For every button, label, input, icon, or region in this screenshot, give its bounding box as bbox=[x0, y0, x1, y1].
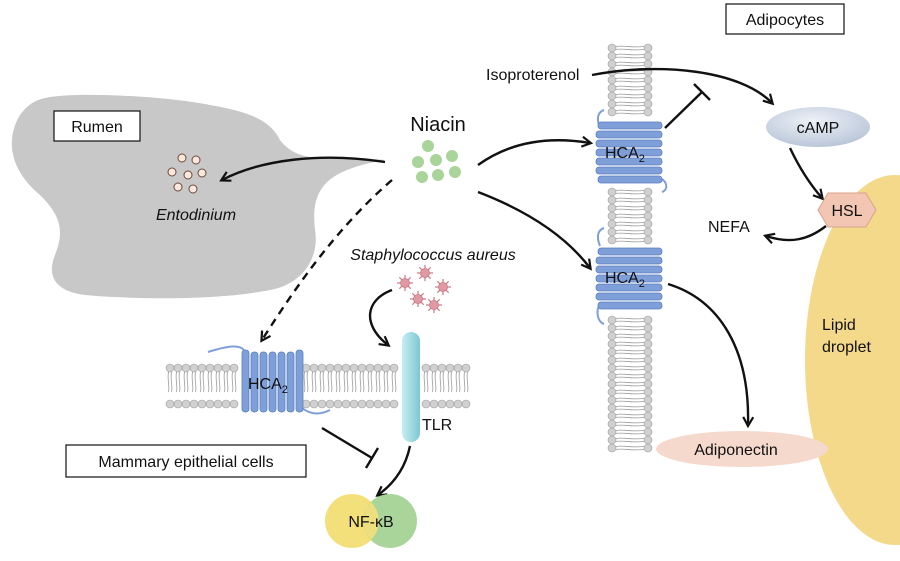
lipid-droplet-label-2: droplet bbox=[822, 339, 871, 356]
mammary-hca2-receptor bbox=[207, 345, 331, 415]
inhibit-hca2-to-camp-path bbox=[664, 91, 703, 129]
tlr-label: TLR bbox=[422, 417, 452, 434]
tlr-receptor bbox=[402, 332, 420, 442]
niacin-label: Niacin bbox=[410, 114, 466, 136]
mammary-label-box bbox=[65, 444, 307, 478]
inhibit-bar-camp bbox=[693, 83, 711, 101]
arrow-niacin-to-entodinium bbox=[222, 156, 386, 180]
staph-aureus-cells bbox=[397, 265, 451, 313]
lipid-droplet-label-1: Lipid bbox=[822, 317, 856, 334]
adiponectin-node bbox=[656, 431, 828, 467]
rumen-label-box bbox=[53, 110, 141, 142]
isoproterenol-label: Isoproterenol bbox=[486, 67, 579, 84]
arrow-niacin-to-adipocyte-hca2-bottom bbox=[477, 190, 590, 268]
mammary-membrane bbox=[165, 363, 471, 409]
arrow-staph-to-tlr bbox=[368, 288, 393, 345]
nfkb-right-subunit bbox=[363, 494, 417, 548]
nefa-label: NEFA bbox=[708, 219, 750, 236]
arrow-niacin-to-mammary-hca2 bbox=[262, 179, 393, 340]
nfkb-label: NF-κB bbox=[348, 514, 393, 531]
adipocyte-hca2-receptor-bottom bbox=[595, 227, 663, 325]
inhibit-hca2-to-nfkb bbox=[321, 426, 373, 460]
mammary-label: Mammary epithelial cells bbox=[98, 454, 273, 471]
lipid-droplet bbox=[805, 175, 900, 545]
arrow-tlr-to-nfkb bbox=[378, 445, 412, 495]
inhibit-bar-nfkb bbox=[364, 447, 380, 469]
adipocyte-hca2-bottom-label: HCA2 bbox=[605, 270, 645, 290]
nfkb-left-subunit bbox=[325, 494, 379, 548]
arrow-camp-to-hsl bbox=[788, 147, 822, 198]
entodinium-label: Entodinium bbox=[156, 207, 236, 224]
camp-node bbox=[766, 107, 870, 147]
adipocytes-label: Adipocytes bbox=[746, 12, 824, 29]
arrow-hsl-to-nefa bbox=[766, 225, 827, 240]
adiponectin-label: Adiponectin bbox=[694, 442, 778, 459]
hsl-label: HSL bbox=[831, 203, 862, 220]
arrow-niacin-to-adipocyte-hca2-top bbox=[477, 140, 590, 166]
staph-label: Staphylococcus aureus bbox=[350, 247, 515, 264]
adipocyte-hca2-top-label: HCA2 bbox=[605, 145, 645, 165]
hsl-node bbox=[817, 192, 877, 228]
niacin-molecules bbox=[412, 140, 461, 183]
arrow-hca2-to-adiponectin bbox=[667, 282, 748, 425]
adipocyte-hca2-receptor-top bbox=[595, 109, 668, 193]
mammary-hca2-label: HCA2 bbox=[248, 376, 288, 396]
rumen-label: Rumen bbox=[71, 119, 123, 136]
arrow-isoproterenol-to-camp bbox=[591, 67, 772, 103]
adipocytes-label-box bbox=[725, 3, 845, 35]
entodinium-cells bbox=[167, 153, 207, 194]
rumen-shape bbox=[11, 94, 385, 299]
camp-label: cAMP bbox=[797, 120, 840, 137]
